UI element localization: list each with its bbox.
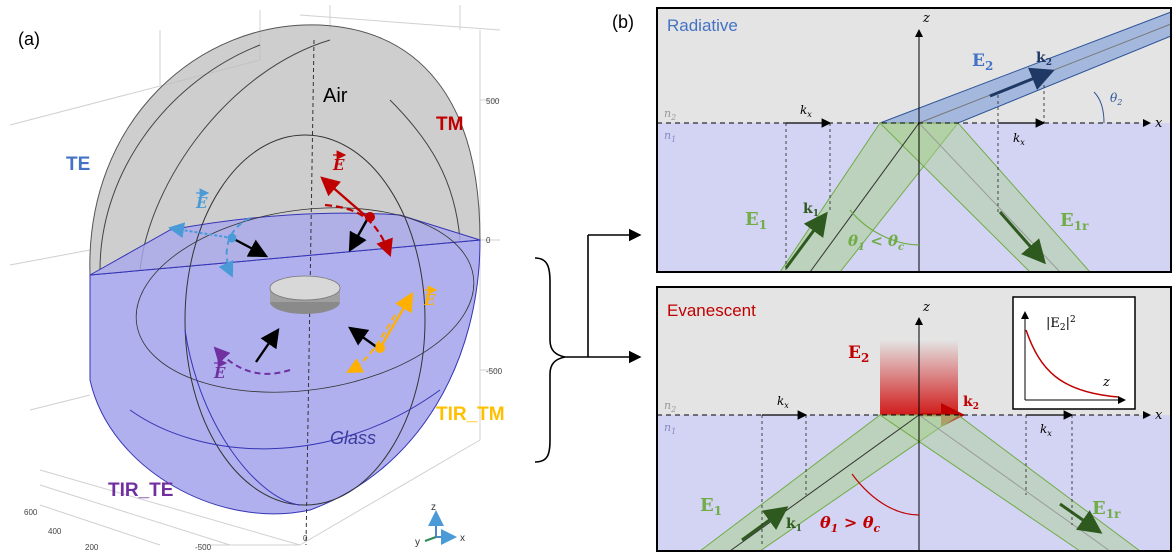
- inset-plot: |E2|2 z: [1012, 296, 1136, 410]
- ev-k2: k2: [963, 394, 979, 412]
- rad-n1: n1: [664, 129, 676, 144]
- air-label: Air: [323, 85, 348, 107]
- tir-te-field-label: E: [213, 364, 226, 382]
- axis-triad: z y x: [415, 502, 465, 548]
- ev-x-label: x: [1155, 408, 1163, 423]
- inner-sphere: [184, 134, 426, 506]
- air-region: [89, 24, 481, 276]
- te-label: TE: [66, 154, 90, 175]
- rad-kx-left: kx: [800, 103, 812, 119]
- rad-E1r: E1r: [1060, 210, 1089, 233]
- y-tick-600: 600: [24, 508, 38, 517]
- rad-z-label: z: [922, 11, 930, 26]
- x-tick-0: 0: [303, 534, 308, 543]
- y-tick-200: 200: [85, 543, 99, 552]
- scatterer-disk: [269, 275, 341, 314]
- ev-z-label: z: [922, 300, 930, 315]
- rad-theta2: θ2: [1110, 91, 1122, 107]
- rad-kx-right: kx: [1013, 131, 1025, 147]
- tir-te-label: TIR_TE: [108, 480, 173, 501]
- tm-label: TM: [436, 114, 463, 135]
- rad-condition: θ1 < θc: [848, 232, 904, 253]
- ev-E1: E1: [700, 495, 722, 518]
- ev-E2: E2: [848, 343, 869, 365]
- inset-ylabel: |E2|2: [1046, 315, 1076, 333]
- ev-E1r: E1r: [1092, 498, 1121, 521]
- te-field-label: E: [195, 194, 208, 212]
- rad-k2: k2: [1036, 50, 1052, 68]
- tir-tm-polarization: [346, 291, 414, 373]
- evanescent-title: Evanescent: [667, 301, 756, 320]
- panel-a-label: (a): [18, 29, 40, 49]
- triad-y: y: [415, 537, 420, 548]
- inset-xlabel: z: [1102, 375, 1110, 390]
- ev-condition: θ1 > θc: [820, 513, 881, 535]
- rad-E1: E1: [745, 209, 767, 232]
- tm-polarization: [320, 176, 393, 258]
- ev-kx-left: kx: [777, 394, 789, 410]
- ev-n2: n2: [664, 399, 676, 414]
- radiative-title: Radiative: [667, 16, 738, 35]
- z-tick-minus500: -500: [486, 367, 503, 376]
- k-arrows: [231, 217, 379, 363]
- triad-x: x: [460, 533, 465, 544]
- z-tick-0: 0: [486, 236, 491, 245]
- tir-tm-field-label: E: [423, 291, 436, 309]
- radiative-panel: Radiative z x n2 n1 kx kx E2 k2 θ2 E1 k1…: [656, 7, 1172, 273]
- tir-te-polarization: [213, 346, 291, 375]
- x-tick-minus500: -500: [195, 543, 212, 552]
- rad-n2: n2: [664, 107, 676, 122]
- evanescent-panel: |E2|2 z Evanescent z x n2 n1 kx kx E2 k2…: [656, 286, 1172, 552]
- brace-connector: [534, 228, 642, 463]
- ev-k1: k1: [786, 516, 802, 534]
- glass-label: Glass: [330, 428, 376, 448]
- ev-n1: n1: [664, 421, 676, 436]
- panel-b-label: (b): [612, 12, 634, 32]
- y-tick-400: 400: [48, 527, 62, 536]
- rad-x-label: x: [1155, 116, 1163, 131]
- rad-E2: E2: [972, 51, 993, 73]
- z-tick-500: 500: [486, 97, 500, 106]
- triad-z: z: [431, 502, 436, 513]
- ev-kx-right: kx: [1040, 422, 1052, 438]
- rad-k1: k1: [803, 201, 819, 219]
- glass-region: [89, 239, 481, 515]
- tir-tm-label: TIR_TM: [436, 404, 505, 425]
- te-polarization: [168, 217, 251, 278]
- tm-field-label: E: [332, 156, 345, 174]
- panel-a: E E E E (a) Air Glass TE TM TIR_TM TIR_T…: [9, 5, 505, 552]
